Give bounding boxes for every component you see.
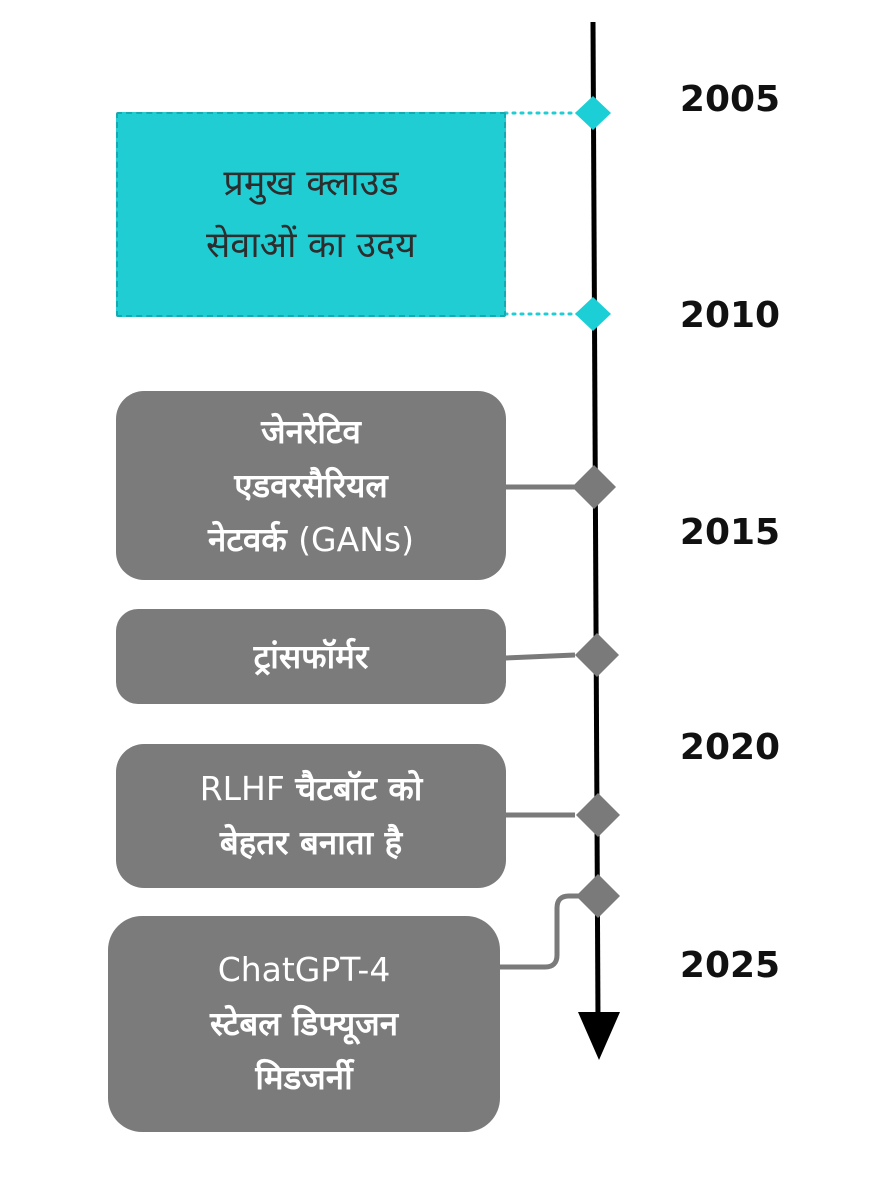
event-recent-models: ChatGPT-4 स्टेबल डिफ्यूजन मिडजर्नी (108, 916, 500, 1132)
event-rlhf-acronym: RLHF (199, 769, 296, 808)
event-transformer: ट्रांसफॉर्मर (116, 609, 506, 704)
event-gans-line-2: एडवरसैरियल (234, 465, 388, 505)
event-recent-line-1: ChatGPT-4 (217, 950, 391, 989)
event-cloud-line-2: सेवाओं का उदय (205, 224, 417, 266)
event-rlhf-line-1-hindi: चैटबॉट को (295, 769, 423, 808)
marker-2005-diamond (575, 96, 611, 130)
event-gans: जेनरेटिव एडवरसैरियल नेटवर्क (GANs) (116, 391, 506, 580)
event-rlhf: RLHF चैटबॉट को बेहतर बनाता है (116, 744, 506, 888)
marker-2010-diamond (575, 297, 611, 331)
year-label-2020: 2020 (679, 727, 781, 768)
year-label-2005: 2005 (679, 79, 781, 120)
event-gans-line-1: जेनरेटिव (261, 411, 361, 451)
transformer-connector (504, 652, 576, 661)
timeline-arrowhead (578, 1012, 620, 1060)
event-rlhf-line-2: बेहतर बनाता है (219, 823, 403, 862)
event-recent-line-3: मिडजर्नी (255, 1058, 353, 1097)
marker-rlhf-diamond (576, 793, 620, 837)
year-label-2015: 2015 (679, 512, 781, 553)
marker-recent-diamond (576, 874, 620, 918)
event-recent-line-2: स्टेबल डिफ्यूजन (209, 1004, 399, 1043)
year-label-2025: 2025 (679, 945, 781, 986)
marker-gans-diamond (572, 465, 616, 509)
marker-transformer-diamond (575, 633, 619, 677)
recent-connector (500, 893, 585, 970)
event-transformer-line-1: ट्रांसफॉर्मर (253, 636, 369, 676)
timeline-axis (590, 21, 601, 1023)
event-cloud-services: प्रमुख क्लाउड सेवाओं का उदय (116, 112, 506, 317)
event-gans-line-3-acronym: (GANs) (298, 519, 414, 559)
year-label-2010: 2010 (679, 295, 781, 336)
event-gans-line-3-hindi: नेटवर्क (208, 519, 299, 559)
event-cloud-line-1: प्रमुख क्लाउड (223, 162, 399, 204)
